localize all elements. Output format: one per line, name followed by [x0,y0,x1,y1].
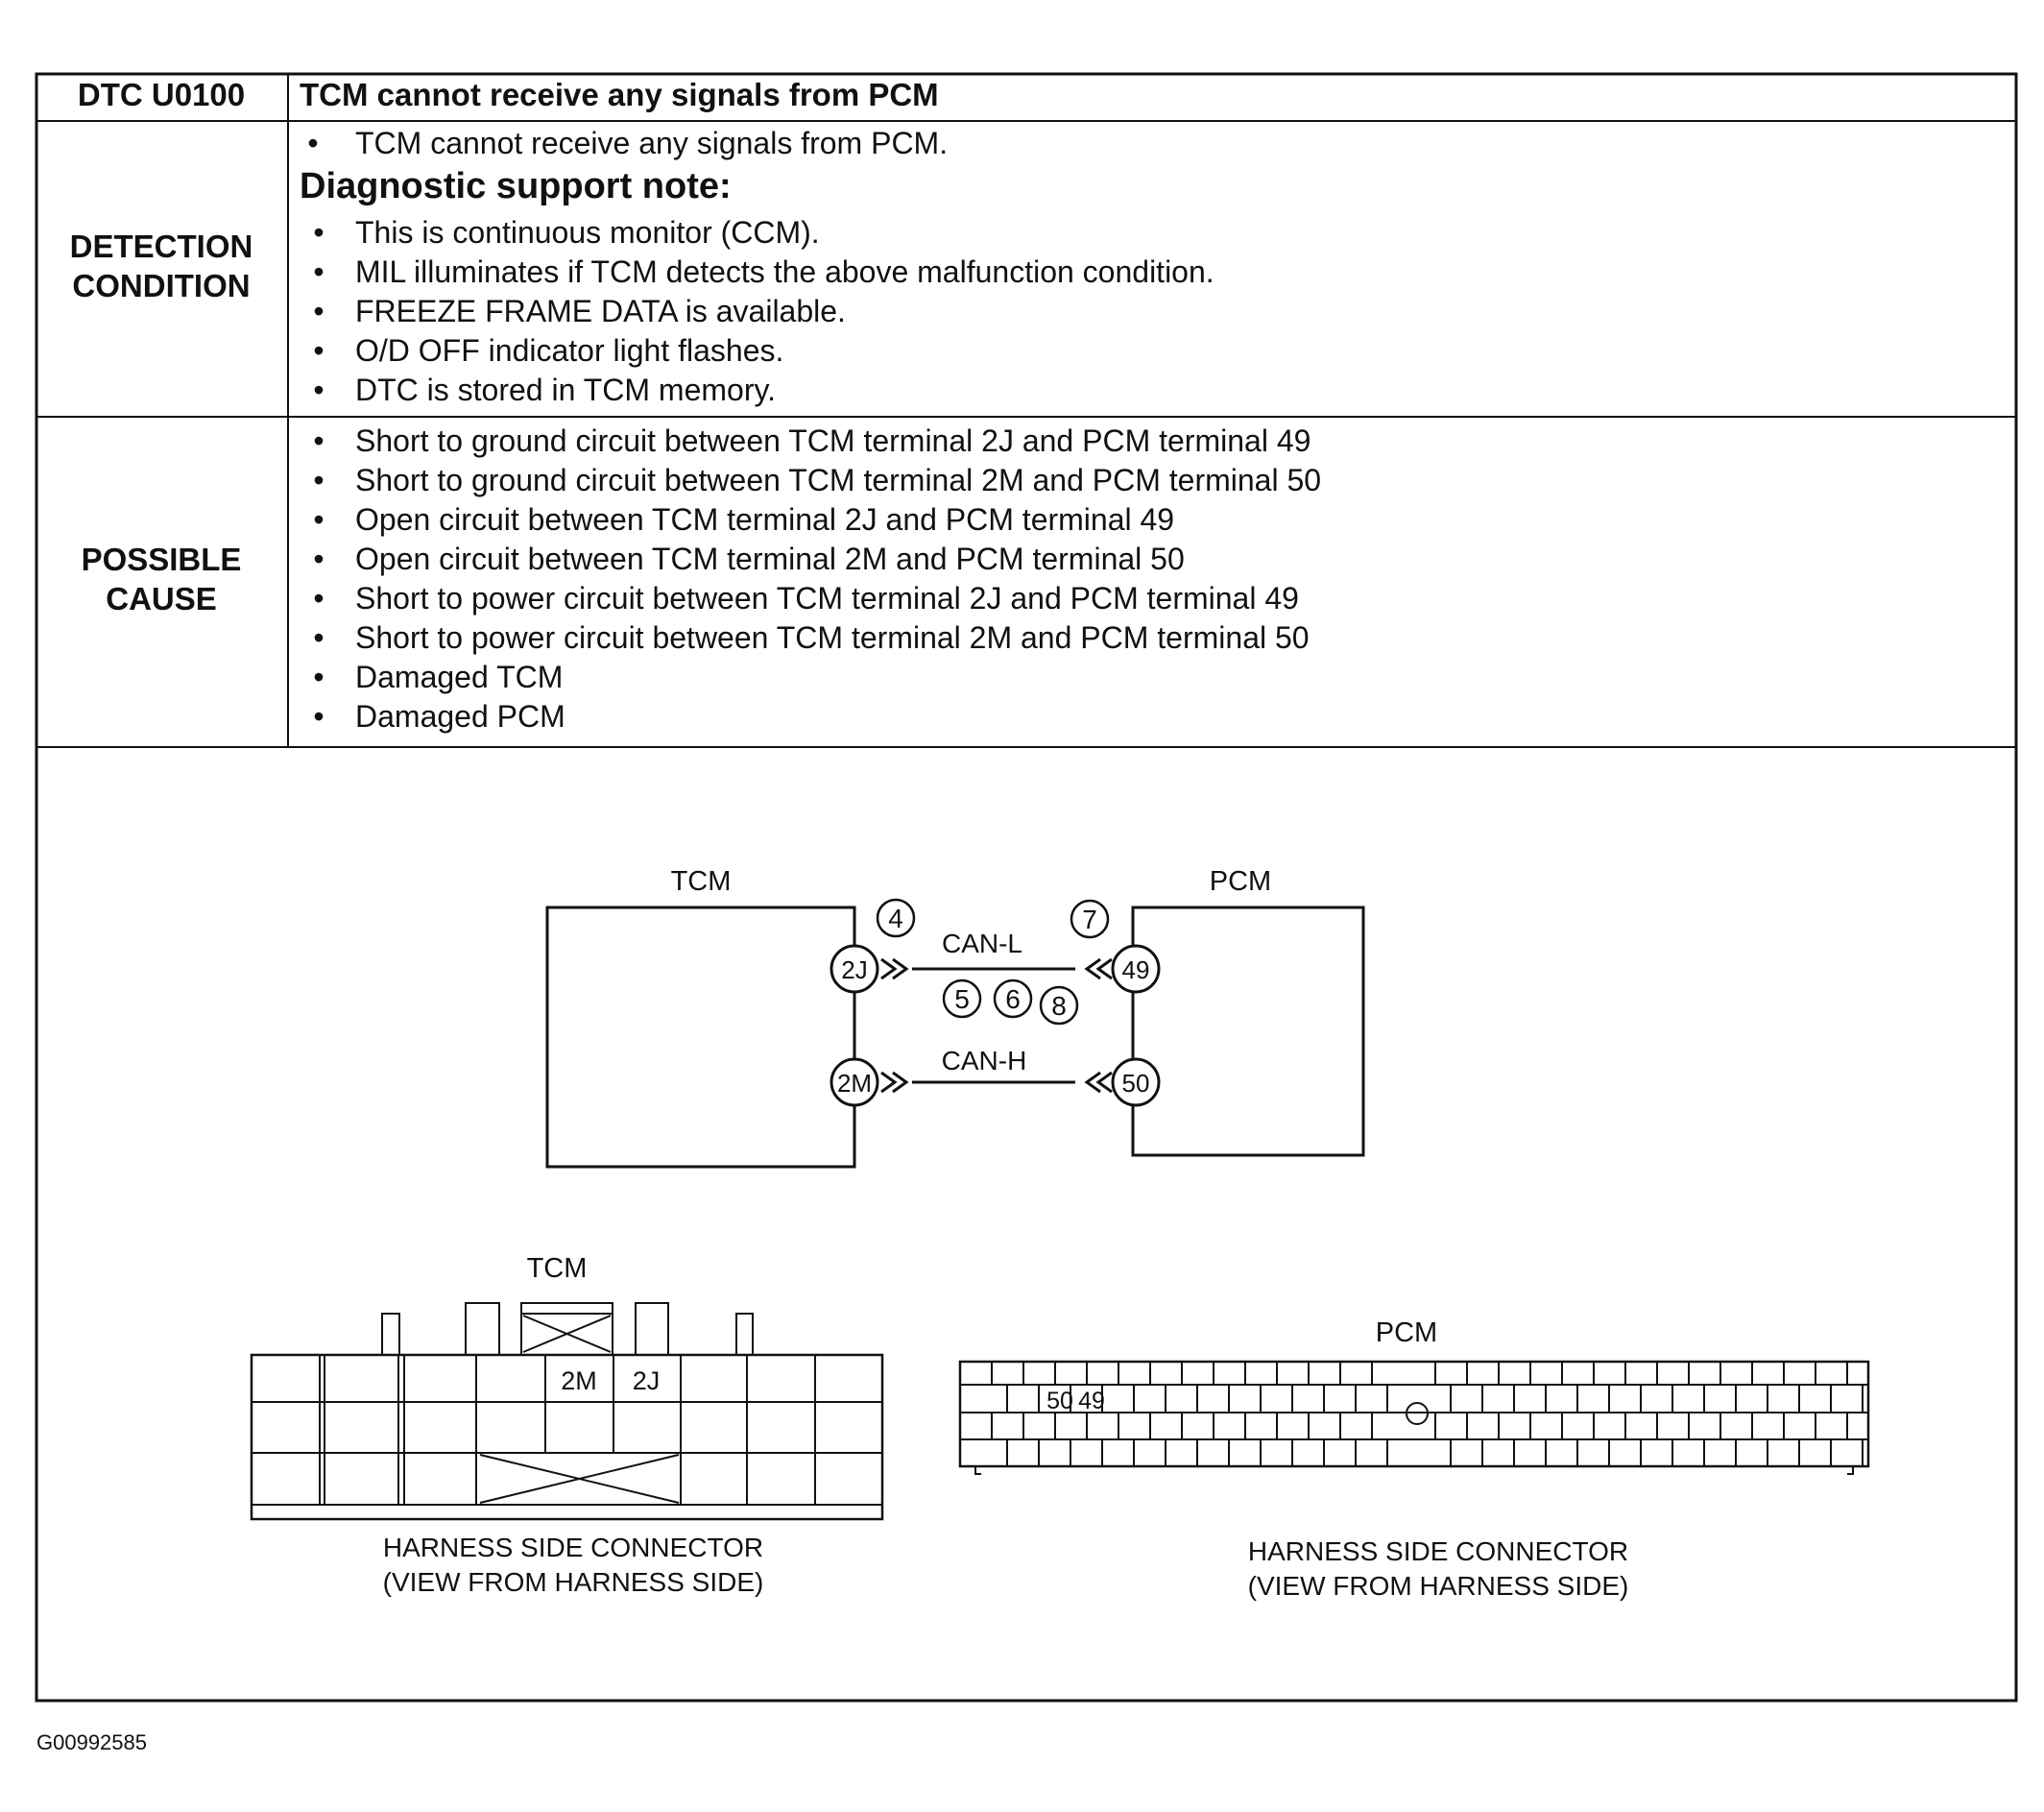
bullet-icon: • [313,699,324,734]
connector-corner-tab [974,1466,981,1475]
note-item: DTC is stored in TCM memory. [355,373,776,407]
bullet-icon: • [313,373,324,407]
step-number: 8 [1051,991,1067,1021]
tcm-connector-drawing: TCM 2M 2J [250,1253,884,1521]
step-marker-circle [1039,985,1079,1026]
tcm-pin-2j: 2J [633,1366,661,1395]
pcm-connector-body [958,1360,1870,1468]
note-item: MIL illuminates if TCM detects the above… [355,254,1214,289]
connector-chevron-icon [880,1071,909,1094]
pcm-connector-drawing [958,1360,1870,1475]
note-item: This is continuous monitor (CCM). [355,215,820,250]
bullet-icon: • [313,463,324,497]
dtc-table [35,72,2018,1703]
detection-label-line2: CONDITION [72,268,250,303]
bullet-icon: • [313,333,324,368]
dtc-title: TCM cannot receive any signals from PCM [300,77,939,112]
cause-list: • Short to ground circuit between TCM te… [313,423,1321,734]
terminal-2j-circle [830,944,879,994]
step-number: 6 [1005,984,1021,1014]
connector-latch [465,1302,500,1356]
bullet-icon: • [313,660,324,694]
step-marker-circle [993,978,1033,1019]
connector-guide-hole [1406,1402,1429,1425]
connector-latch [735,1313,754,1356]
connector-key-cross [522,1315,612,1353]
step-number: 5 [954,984,970,1014]
tcm-module-label: TCM [671,866,732,897]
step-marker-circle [876,898,916,938]
tcm-module-box [545,906,856,1169]
bullet-icon: • [307,126,318,160]
can-h-label: CAN-H [942,1046,1027,1075]
cause-item: Damaged PCM [355,699,565,734]
cause-label-line1: POSSIBLE [82,542,242,577]
pcm-connector-caption-line1: HARNESS SIDE CONNECTOR [1248,1536,1628,1566]
pcm-pin-50: 50 [1046,1388,1073,1414]
connector-chevron-icon [880,957,909,980]
note-heading: Diagnostic support note: [300,166,732,206]
figure-id: G00992585 [36,1730,147,1754]
connector-chevron-icon [1084,1071,1113,1094]
cause-item: Short to ground circuit between TCM term… [355,423,1311,458]
cause-item: Open circuit between TCM terminal 2J and… [355,502,1174,537]
step-marker-circle [1070,899,1110,939]
detection-label-line1: DETECTION [70,229,253,264]
pcm-module-label: PCM [1210,866,1271,897]
tcm-connector-body [250,1353,884,1521]
cause-item: Open circuit between TCM terminal 2M and… [355,542,1185,576]
can-l-label: CAN-L [942,929,1022,958]
bullet-icon: • [313,215,324,250]
cause-item: Short to power circuit between TCM termi… [355,620,1310,655]
step-number: 7 [1082,905,1097,934]
terminal-50-label: 50 [1122,1069,1150,1098]
terminal-2m-circle [830,1057,879,1107]
terminal-49-label: 49 [1122,955,1150,984]
connector-corner-tab [1847,1466,1854,1475]
bullet-icon: • [313,502,324,537]
step-marker-circle [942,978,982,1019]
bullet-icon: • [313,542,324,576]
pcm-connector-caption-line2: (VIEW FROM HARNESS SIDE) [1248,1571,1629,1601]
bullet-icon: • [313,620,324,655]
pcm-module-box [1131,906,1365,1157]
note-item: FREEZE FRAME DATA is available. [355,294,846,328]
pcm-pin-49: 49 [1078,1388,1105,1414]
cause-label-line2: CAUSE [106,581,217,616]
tcm-connector-caption-line1: HARNESS SIDE CONNECTOR [383,1533,763,1562]
bullet-icon: • [313,294,324,328]
connector-chevron-icon [1084,957,1113,980]
step-number: 4 [888,904,903,933]
terminal-49-circle [1111,944,1161,994]
tcm-connector-caption-line2: (VIEW FROM HARNESS SIDE) [383,1567,764,1597]
cause-item: Short to power circuit between TCM termi… [355,581,1299,616]
tcm-connector-title: TCM [527,1253,588,1284]
table-border [35,72,2018,1703]
bullet-icon: • [313,254,324,289]
cause-item: Damaged TCM [355,660,563,694]
detection-content: • TCM cannot receive any signals from PC… [300,126,1214,407]
cause-item: Short to ground circuit between TCM term… [355,463,1321,497]
connector-blank-cross [479,1454,680,1504]
pcm-connector-title: PCM [1376,1317,1437,1348]
dtc-code-label: DTC U0100 [78,77,245,112]
wiring-diagram: TCM PCM CAN-L CAN-H 2J 2M 49 50 [545,866,1365,1169]
connector-latch [635,1302,669,1356]
terminal-2m-label: 2M [837,1069,872,1098]
terminal-50-circle [1111,1057,1161,1107]
connector-latch [381,1313,400,1356]
note-item: O/D OFF indicator light flashes. [355,333,783,368]
bullet-icon: • [313,581,324,616]
bullet-icon: • [313,423,324,458]
detection-intro: TCM cannot receive any signals from PCM. [355,126,948,160]
tcm-pin-2m: 2M [561,1366,597,1395]
terminal-2j-label: 2J [841,955,867,984]
